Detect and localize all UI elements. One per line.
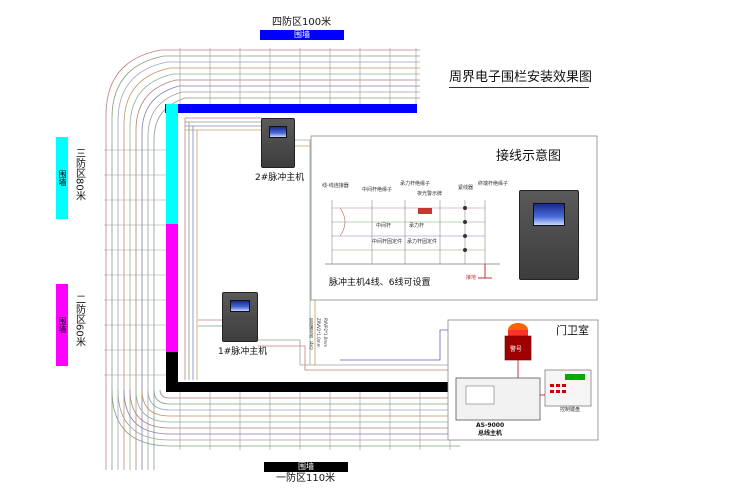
- zone3-label: 三防区80米: [73, 148, 85, 201]
- host2-label: 2#脉冲主机: [255, 173, 305, 183]
- label-tensioner: 紧线器: [458, 185, 474, 191]
- host-screen: [532, 203, 566, 227]
- zone1-label: 一防区110米: [276, 473, 336, 484]
- wall-zone1-bottom: [166, 382, 461, 392]
- zone4-tag-text: 围墙: [294, 30, 310, 39]
- label-mid-pole: 中间杆: [376, 223, 392, 229]
- label-mid-pole-fix: 中间杆固定件: [372, 239, 403, 245]
- night-sign: [418, 208, 432, 214]
- pulse-host-1: [222, 292, 258, 342]
- zone3-tag-text: 围墙: [58, 170, 67, 186]
- controller-model: AS-9000: [476, 422, 505, 429]
- label-load-pole: 承力杆: [409, 223, 425, 229]
- label-mid-insulator: 中间杆绝缘子: [362, 187, 393, 193]
- alarm-siren-icon: [504, 323, 532, 361]
- host-screen: [269, 125, 287, 139]
- pulse-host-detail: [519, 190, 579, 280]
- page-title: 周界电子围栏安装效果图: [449, 70, 593, 85]
- zone1-tag: 围墙: [264, 462, 348, 472]
- wiring-caption: 脉冲主机4线、6线可设置: [329, 278, 431, 288]
- zone1-tag-text: 围墙: [298, 462, 314, 471]
- label-night-sign: 夜光警示牌: [417, 191, 443, 197]
- zone4-label: 四防区100米: [272, 17, 332, 28]
- label-ground: 接地: [466, 275, 477, 281]
- zone2-tag: 围墙: [56, 284, 68, 366]
- zone2-tag-text: 围墙: [58, 317, 67, 333]
- zone2-label: 二防区60米: [73, 294, 85, 347]
- cable-label-3: RVVP2*1.0mm: [323, 318, 329, 348]
- controller-name: 总线主机: [478, 430, 503, 437]
- keypad-label: 控制键盘: [560, 407, 581, 413]
- host1-label: 1#脉冲主机: [218, 347, 268, 357]
- pulse-host-2: [261, 118, 295, 168]
- host-screen: [230, 299, 250, 313]
- guard-room-title: 门卫室: [556, 324, 589, 337]
- label-end-insulator: 终端杆绝缘子: [478, 181, 509, 187]
- wall-zone2: [166, 224, 178, 352]
- zone4-tag: 围墙: [260, 30, 344, 40]
- alarm-label: 警号: [510, 346, 523, 353]
- label-load-pole-fix: 承力杆固定件: [407, 239, 438, 245]
- label-wire-connector: 线-线连接器: [322, 183, 349, 189]
- wall-zone3: [166, 104, 178, 224]
- wall-zone4: [165, 104, 417, 113]
- wiring-panel-title: 接线示意图: [496, 149, 562, 164]
- zone3-tag: 围墙: [56, 137, 68, 219]
- cable-label-1: 双绞通讯线（4芯）: [309, 318, 315, 353]
- title-underline: [449, 87, 589, 88]
- cable-label-2: ZRVV2*1.0mm: [316, 318, 322, 348]
- label-load-insulator: 承力杆绝缘子: [400, 181, 431, 187]
- fence-wires: [105, 49, 420, 470]
